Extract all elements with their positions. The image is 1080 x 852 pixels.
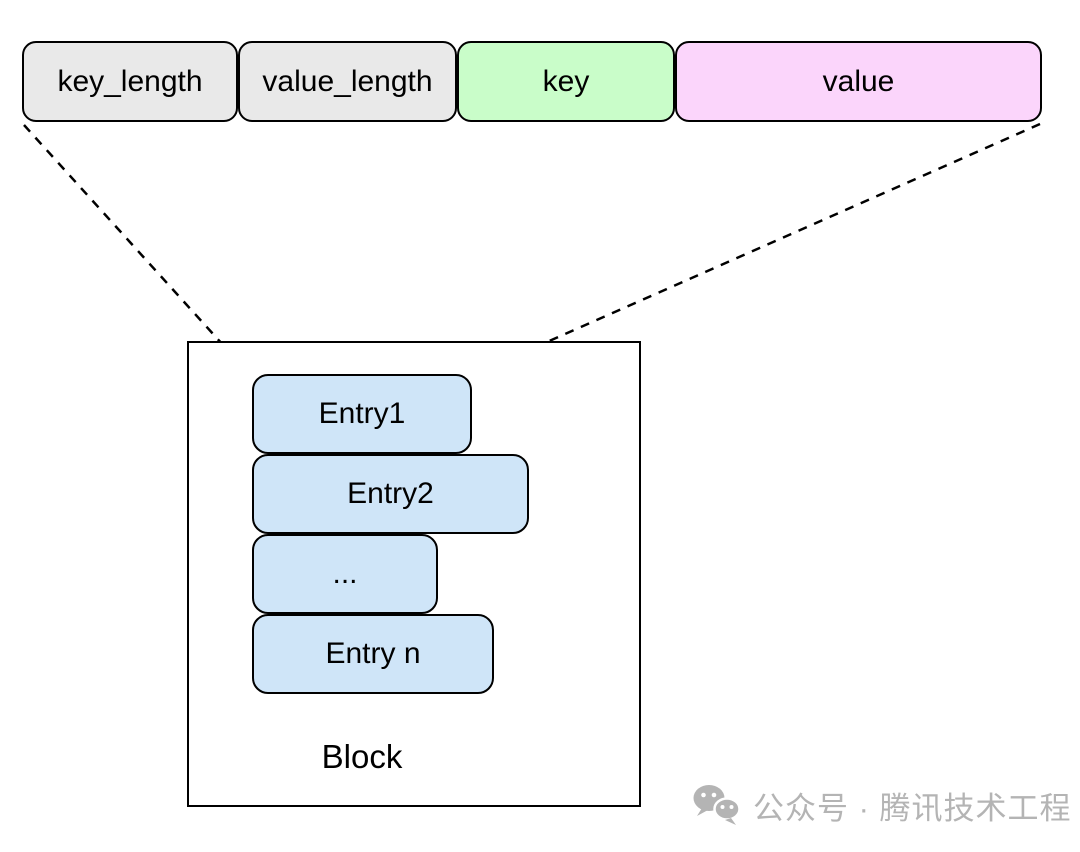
entry-box: Entry1 [252,374,472,454]
watermark-text: 公众号 · 腾讯技术工程 [753,790,1072,826]
entry-box: ... [252,534,438,614]
field-value-length: value_length [238,41,457,122]
block-container: Entry1 Entry2 ... Entry n Block [187,341,641,807]
watermark: 公众号 · 腾讯技术工程 [692,779,1072,831]
field-key-length: key_length [22,41,238,122]
dashed-line-left [23,124,253,378]
field-value: value [675,41,1042,122]
block-label: Block [321,738,403,775]
entry-box: Entry2 [252,454,529,534]
wechat-icon [692,782,742,828]
entry-box: Entry n [252,614,494,694]
field-key: key [457,41,675,122]
dashed-line-right [469,122,1041,378]
